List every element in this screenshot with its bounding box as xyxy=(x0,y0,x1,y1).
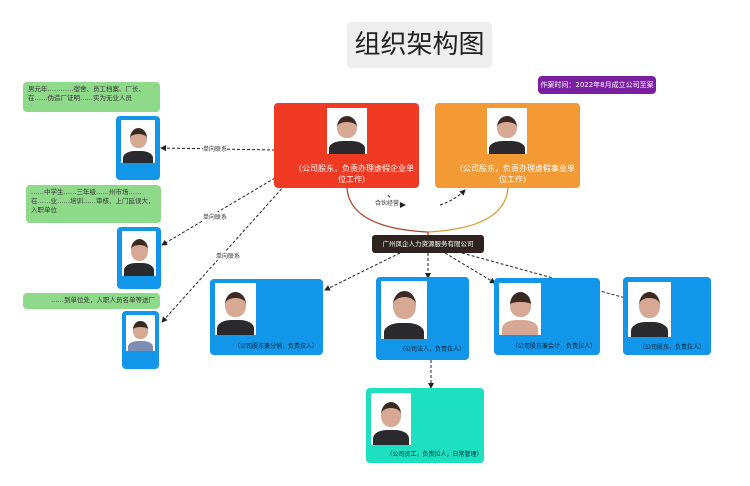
contact-note-2: ……中学生……三年级……州市场……在……业……培训……审核、上门延误大，入职单位 xyxy=(26,185,161,223)
role-label: （公司股东，负责办理虚假企业单位工作） xyxy=(294,164,414,184)
role-label: （公司员工，负责拉人，日常管理） xyxy=(386,451,483,458)
role-label: （公司法人，负责拉人） xyxy=(398,346,465,353)
portrait-photo xyxy=(487,108,527,154)
company-node: 广州凤企人力资源服务有限公司 xyxy=(372,235,484,253)
role-label: （公司股东兼会计，负责拉人） xyxy=(511,343,596,350)
contact-edge-label-3: 单向联系 xyxy=(216,251,241,260)
contact-card-2 xyxy=(117,227,161,289)
shareholder-card-1: （公司股东，负责办理虚假企业单位工作） xyxy=(274,103,419,188)
role-label: （公司股东，负责拉人） xyxy=(638,344,705,351)
portrait-photo xyxy=(371,393,411,445)
contact-edge-label-2: 单向联系 xyxy=(203,212,228,221)
portrait-photo xyxy=(122,231,156,276)
staff-card-1: （公司股东兼分销，负责拉人） xyxy=(210,279,323,355)
page-title: 组织架构图 xyxy=(347,22,492,68)
role-label: （公司股东，负责办理虚假事业单位工作） xyxy=(455,164,575,184)
contact-note-3: ……到单位处，入职人员名单等送厂 xyxy=(23,293,160,309)
contact-card-1 xyxy=(116,116,160,180)
staff-card-2: （公司法人，负责拉人） xyxy=(376,277,469,360)
contact-card-3 xyxy=(122,311,159,369)
shareholder-card-2: （公司股东，负责办理虚假事业单位工作） xyxy=(435,103,580,188)
portrait-photo xyxy=(327,108,367,154)
portrait-photo xyxy=(499,283,541,335)
portrait-photo xyxy=(121,120,155,163)
staff-card-4: （公司股东，负责拉人） xyxy=(623,277,711,355)
role-label: （公司股东兼分销，负责拉人） xyxy=(233,343,318,350)
partner-edge-label: 合伙经营 xyxy=(375,198,400,207)
employee-card: （公司员工，负责拉人，日常管理） xyxy=(366,388,484,463)
contact-note-1: 男元年…………宿舍、员工档案、厂长、在……伪造厂证明……实为无业人员 xyxy=(23,82,160,112)
time-badge: 作案时间：2022年8月成立公司至案发 xyxy=(538,76,656,107)
staff-card-3: （公司股东兼会计，负责拉人） xyxy=(494,278,600,355)
portrait-photo xyxy=(215,283,256,335)
contact-edge-label-1: 单向联系 xyxy=(203,144,228,153)
portrait-photo xyxy=(126,315,155,351)
portrait-photo xyxy=(628,282,671,337)
portrait-photo xyxy=(381,281,427,339)
